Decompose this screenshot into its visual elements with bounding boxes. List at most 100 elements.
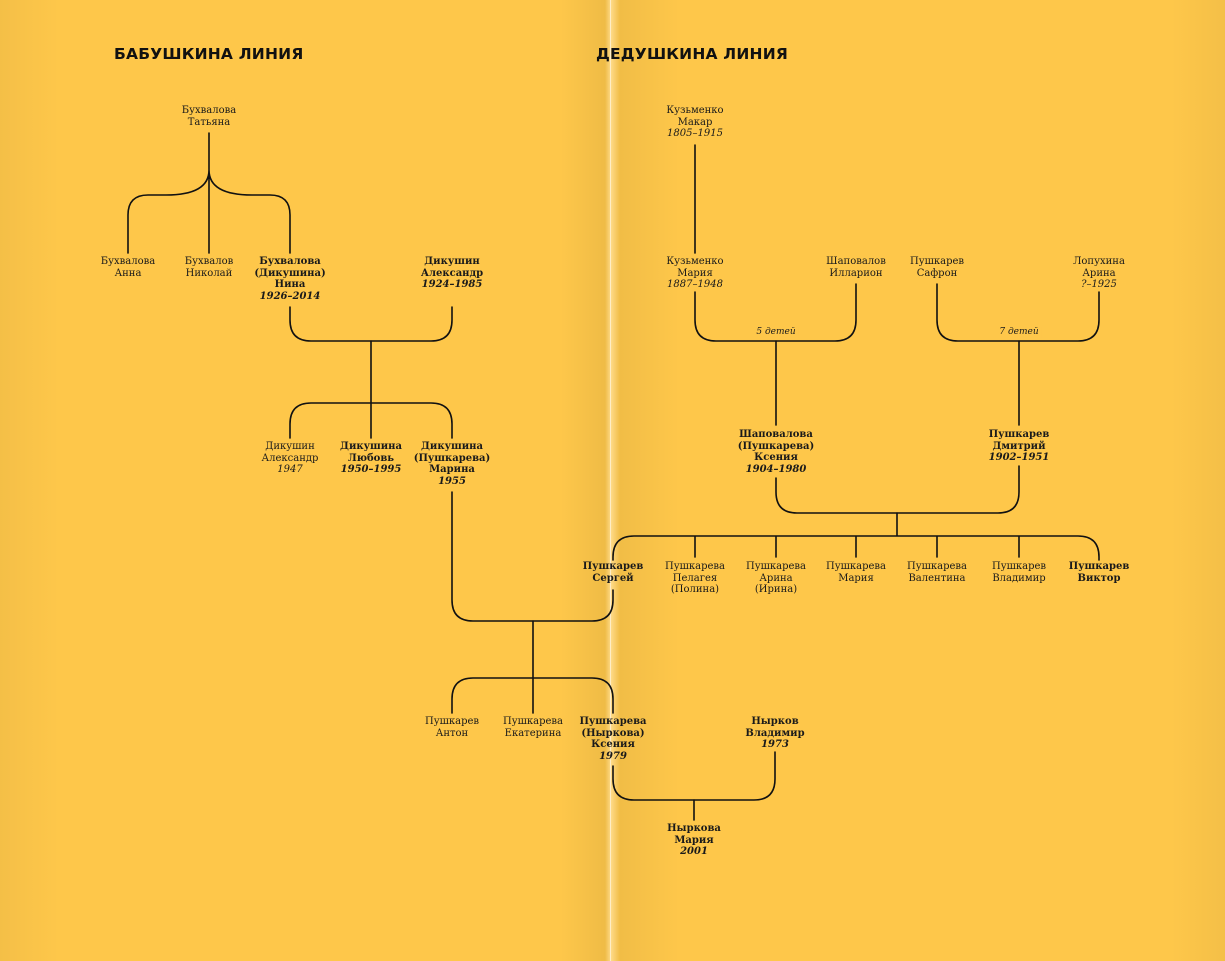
person-name-line: Нина <box>274 279 306 290</box>
person-name-line: Шаповалов <box>826 256 886 267</box>
person-pushkareva-pelageya: Пушкарева Пелагея (Полина) <box>665 561 725 596</box>
heading-grandpa-line: ДЕДУШКИНА ЛИНИЯ <box>596 45 789 63</box>
person-kuzmenko-mariya: Кузьменко Мария 1887–1948 <box>666 256 723 291</box>
person-name-line: Виктор <box>1077 572 1121 584</box>
person-name-line: Дмитрий <box>992 440 1046 452</box>
person-years: ?–1925 <box>1081 279 1117 290</box>
person-name-line: Нырков <box>751 716 799 727</box>
person-shapovalov-illarion: Шаповалов Илларион <box>826 256 886 279</box>
person-name-line: Пушкарев <box>1068 561 1130 572</box>
person-years: 1902–1951 <box>988 452 1050 463</box>
heading-grandma-line: БАБУШКИНА ЛИНИЯ <box>114 45 304 63</box>
person-years: 1973 <box>761 739 789 750</box>
person-name-line: Екатерина <box>504 727 562 739</box>
note-seven-children: 7 детей <box>996 327 1042 338</box>
person-pushkareva-ekaterina: Пушкарева Екатерина <box>503 716 563 739</box>
person-name-line: Ныркова <box>667 823 721 834</box>
person-name-line: Владимир <box>992 572 1046 584</box>
person-name-line: Дикушин <box>424 256 480 267</box>
person-nyrkova-mariya: Ныркова Мария 2001 <box>667 823 721 858</box>
connector-dikushin-children <box>289 340 453 439</box>
person-buhvalova-anna: Бухвалова Анна <box>101 256 155 279</box>
person-pushkareva-arina: Пушкарева Арина (Ирина) <box>746 561 806 596</box>
person-dikushin-aleksandr-sr: Дикушин Александр 1924–1985 <box>421 256 483 291</box>
connector-nina-aleksandr <box>289 306 453 342</box>
person-years: 1887–1948 <box>667 279 723 290</box>
person-years: 2001 <box>680 846 708 857</box>
person-pushkarev-safron: Пушкарев Сафрон <box>910 256 964 279</box>
person-name-line: Антон <box>435 727 469 739</box>
person-name-line: Ксения <box>591 739 635 750</box>
person-pushkarev-vladimir: Пушкарев Владимир <box>992 561 1046 584</box>
person-name-line: Мария <box>838 572 874 584</box>
person-name-line: Кузьменко <box>666 256 724 267</box>
connector-marina-sergey <box>451 491 614 622</box>
person-name-line: Пушкарева <box>825 561 887 572</box>
person-name-line: Марина <box>429 464 475 475</box>
person-name-line: Пушкарева <box>664 561 726 572</box>
person-name-line: (Ныркова) <box>581 727 645 739</box>
person-buhvalov-nikolay: Бухвалов Николай <box>185 256 233 279</box>
person-name-line: Мария <box>674 834 714 846</box>
person-name-line: Дикушин <box>265 441 315 452</box>
person-name-line: Пелагея <box>672 572 718 584</box>
person-name-line: Александр <box>261 452 319 464</box>
person-name-line: Арина <box>1082 267 1116 279</box>
person-name-line: (Полина) <box>670 584 720 595</box>
person-shapovalova-kseniya: Шаповалова (Пушкарева) Ксения 1904–1980 <box>738 429 815 475</box>
person-name-line: Арина <box>759 572 793 584</box>
person-name-line: Любовь <box>347 452 395 464</box>
person-pushkarev-viktor: Пушкарев Виктор <box>1069 561 1130 584</box>
connector-pushkarev-children <box>451 620 614 714</box>
person-name-line: Мария <box>677 267 713 279</box>
person-name-line: Ксения <box>754 452 798 463</box>
person-name-line: Пушкарева <box>502 716 564 727</box>
person-name-line: Бухвалова <box>181 105 237 116</box>
person-name-line: Александр <box>420 267 484 279</box>
person-buhvalova-tatyana: Бухвалова Татьяна <box>182 105 236 128</box>
connector-seven-children <box>612 512 1100 561</box>
person-pushkarev-anton: Пушкарев Антон <box>425 716 479 739</box>
person-name-line: Пушкарев <box>582 561 644 572</box>
person-name-line: Дикушина <box>421 441 483 452</box>
person-name-line: Дикушина <box>340 441 402 452</box>
person-name-line: Пушкарев <box>988 429 1050 440</box>
person-buhvalova-nina: Бухвалова (Дикушина) Нина 1926–2014 <box>254 256 325 302</box>
person-name-line: Пушкарев <box>991 561 1047 572</box>
person-years: 1924–1985 <box>421 279 483 290</box>
connector-tatyana-children <box>127 132 291 254</box>
person-name-line: Пушкарев <box>424 716 480 727</box>
person-years: 1947 <box>277 464 303 475</box>
person-name-line: Бухвалова <box>259 256 321 267</box>
person-dikushina-lyubov: Дикушина Любовь 1950–1995 <box>340 441 402 476</box>
person-pushkareva-kseniya: Пушкарева (Ныркова) Ксения 1979 <box>579 716 646 762</box>
person-name-line: Лопухина <box>1073 256 1125 267</box>
person-name-line: Владимир <box>745 727 805 739</box>
person-name-line: Сафрон <box>916 267 958 279</box>
person-kuzmenko-makar: Кузьменко Макар 1805–1915 <box>666 105 723 140</box>
person-name-line: Пушкарева <box>745 561 807 572</box>
person-lopuhina-arina: Лопухина Арина ?–1925 <box>1073 256 1125 291</box>
person-pushkareva-valentina: Пушкарева Валентина <box>907 561 967 584</box>
person-pushkarev-dmitriy: Пушкарев Дмитрий 1902–1951 <box>989 429 1050 464</box>
note-five-children: 5 детей <box>753 327 799 338</box>
person-name-line: Анна <box>114 267 142 279</box>
person-years: 1979 <box>599 750 627 762</box>
person-name-line: Пушкарева <box>906 561 968 572</box>
person-name-line: (Дикушина) <box>254 267 326 279</box>
person-name-line: Илларион <box>829 267 883 279</box>
person-name-line: (Ирина) <box>754 584 798 595</box>
person-name-line: Валентина <box>908 572 966 584</box>
person-name-line: (Пушкарева) <box>413 452 491 464</box>
person-name-line: Николай <box>185 267 233 279</box>
person-name-line: Пушкарева <box>579 716 647 727</box>
person-name-line: Кузьменко <box>666 105 724 116</box>
person-years: 1955 <box>438 475 466 487</box>
person-years: 1950–1995 <box>340 464 402 475</box>
person-dikushin-aleksandr-jr: Дикушин Александр 1947 <box>262 441 319 476</box>
person-years: 1904–1980 <box>745 463 807 475</box>
person-years: 1926–2014 <box>259 290 321 302</box>
person-name-line: (Пушкарева) <box>737 440 815 452</box>
book-spine <box>610 0 611 961</box>
